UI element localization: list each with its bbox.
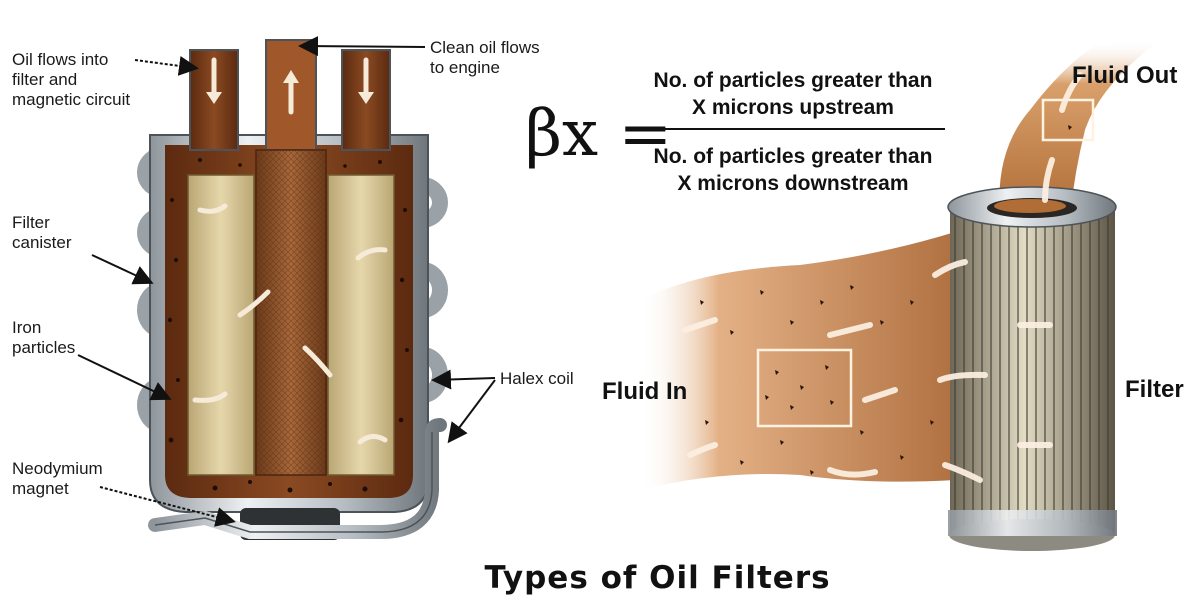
fraction-bar	[643, 128, 945, 130]
callout-lines	[77, 36, 496, 527]
fluid-out-label: Fluid Out	[1072, 62, 1178, 89]
oil-inflow-label: Oil flows into filter and magnetic circu…	[12, 50, 131, 109]
formula-numerator: No. of particles greater than X microns …	[653, 69, 933, 119]
filter-canister-label: Filter canister	[12, 213, 72, 252]
beta-symbol: βx =	[525, 97, 673, 171]
magnetic-filter-cutaway	[137, 39, 448, 540]
clean-oil-label: Clean oil flows to engine	[430, 38, 540, 77]
halex-coil-label: Halex coil	[500, 369, 574, 388]
beta-ratio-formula: βx = No. of particles greater than X mic…	[525, 62, 955, 202]
filter-label: Filter	[1125, 376, 1184, 403]
neodymium-magnet-label: Neodymium magnet	[12, 459, 103, 498]
beta-ratio-filter	[640, 40, 1160, 551]
page-title: Types of Oil Filters	[484, 560, 831, 596]
formula-denominator: No. of particles greater than X microns …	[653, 145, 933, 195]
fluid-in-label: Fluid In	[602, 378, 688, 405]
iron-particles-label: Iron particles	[12, 318, 76, 357]
